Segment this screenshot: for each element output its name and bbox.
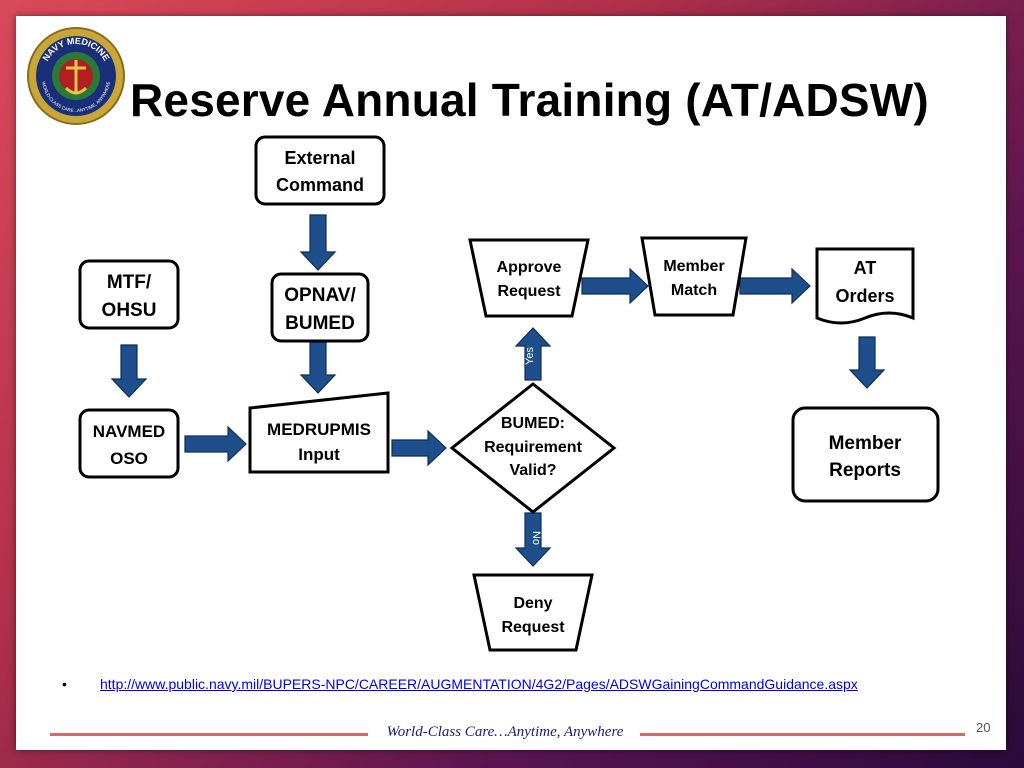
arrow-bumed-to-approve xyxy=(514,327,552,381)
svg-text:OPNAV/: OPNAV/ xyxy=(284,285,356,306)
node-external-command: External Command xyxy=(254,135,386,206)
svg-text:MEDRUPMIS: MEDRUPMIS xyxy=(267,420,371,439)
node-member-reports: Member Reports xyxy=(791,406,940,503)
svg-text:Deny: Deny xyxy=(513,595,552,612)
svg-text:OHSU: OHSU xyxy=(102,300,157,321)
svg-text:OSO: OSO xyxy=(110,449,148,468)
svg-text:Request: Request xyxy=(497,283,561,300)
arrow-match-to-orders xyxy=(739,267,811,305)
node-approve-request: Approve Request xyxy=(468,238,590,318)
navy-medicine-seal-icon: NAVY MEDICINE WORLD-CLASS CARE...ANYTIME… xyxy=(27,27,125,125)
svg-text:Reports: Reports xyxy=(829,460,901,481)
node-navmed-oso: NAVMED OSO xyxy=(78,408,180,479)
arrow-external-to-opnav xyxy=(299,214,337,271)
node-opnav-bumed: OPNAV/ BUMED xyxy=(270,272,370,343)
svg-text:MTF/: MTF/ xyxy=(107,272,152,293)
svg-text:External: External xyxy=(284,148,355,168)
svg-text:NAVMED: NAVMED xyxy=(93,422,165,441)
node-bumed-requirement-valid: BUMED: Requirement Valid? xyxy=(449,382,617,514)
svg-text:Approve: Approve xyxy=(497,259,562,276)
footer-divider-left xyxy=(50,733,368,736)
node-mtf-ohsu: MTF/ OHSU xyxy=(78,259,180,330)
slide-title: Reserve Annual Training (AT/ADSW) xyxy=(130,74,929,126)
node-at-orders: AT Orders xyxy=(815,247,915,325)
edge-label-no: No xyxy=(530,531,542,545)
arrow-opnav-to-medrupmis xyxy=(299,341,337,394)
svg-text:Valid?: Valid? xyxy=(509,462,556,479)
node-medrupmis-input: MEDRUPMIS Input xyxy=(248,391,390,474)
svg-text:Input: Input xyxy=(298,445,340,464)
svg-text:BUMED:: BUMED: xyxy=(501,415,565,432)
footer-divider-right xyxy=(640,733,965,736)
arrow-orders-to-reports xyxy=(848,336,886,389)
arrow-approve-to-match xyxy=(581,267,649,305)
svg-text:Member: Member xyxy=(829,433,902,454)
node-member-match: Member Match xyxy=(640,236,748,317)
svg-text:Request: Request xyxy=(501,619,565,636)
svg-text:Requirement: Requirement xyxy=(484,439,582,456)
svg-text:BUMED: BUMED xyxy=(285,313,355,334)
svg-text:Member: Member xyxy=(663,258,724,275)
edge-label-yes: Yes xyxy=(524,347,536,365)
arrow-medrupmis-to-bumed xyxy=(391,429,447,467)
arrow-navmed-to-medrupmis xyxy=(184,425,247,463)
arrow-bumed-to-deny xyxy=(514,512,552,567)
arrow-mtf-to-navmed xyxy=(110,344,148,398)
svg-text:Command: Command xyxy=(276,175,364,195)
page-number: 20 xyxy=(976,720,991,735)
svg-text:Match: Match xyxy=(671,282,717,299)
svg-text:Orders: Orders xyxy=(835,286,894,306)
node-deny-request: Deny Request xyxy=(472,573,594,652)
svg-text:AT: AT xyxy=(854,258,877,278)
reference-link[interactable]: http://www.public.navy.mil/BUPERS-NPC/CA… xyxy=(100,676,858,692)
footer-tagline: World-Class Care…Anytime, Anywhere xyxy=(386,724,624,740)
bullet-icon: • xyxy=(62,676,67,692)
arrows xyxy=(110,214,886,567)
